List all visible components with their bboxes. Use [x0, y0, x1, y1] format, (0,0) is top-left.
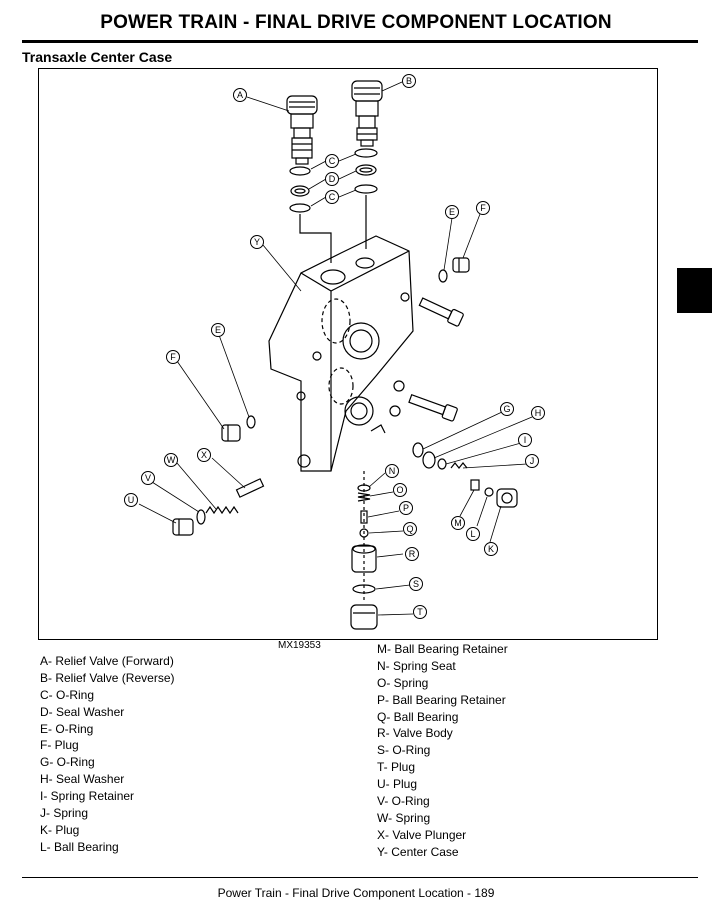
- callout-u: U: [124, 493, 138, 507]
- svg-text:D: D: [329, 174, 336, 184]
- svg-text:I: I: [524, 435, 527, 445]
- legend-item-m: M- Ball Bearing Retainer: [377, 642, 508, 656]
- callout-m: M: [451, 516, 465, 530]
- callout-g: G: [500, 402, 514, 416]
- callout-t: T: [413, 605, 427, 619]
- legend-item-k: K- Plug: [40, 822, 80, 837]
- callout-c: C: [325, 190, 339, 204]
- svg-text:S: S: [413, 579, 419, 589]
- section-tab-marker: [677, 268, 712, 313]
- figure-id: MX19353: [278, 640, 321, 651]
- legend-item-x: X- Valve Plunger: [377, 827, 467, 842]
- svg-text:X: X: [201, 450, 207, 460]
- svg-text:J: J: [530, 456, 535, 466]
- svg-text:C: C: [329, 192, 336, 202]
- callout-n: N: [385, 464, 399, 478]
- svg-text:N: N: [389, 466, 396, 476]
- legend-item-p: P- Ball Bearing Retainer: [377, 692, 506, 707]
- diagram-svg: A B CDC E F Y E F G H I J X W V U NOP Q ML K R S T: [124, 74, 545, 630]
- svg-text:C: C: [329, 156, 336, 166]
- callout-e: E: [445, 205, 459, 219]
- svg-text:W: W: [167, 455, 176, 465]
- svg-text:L: L: [470, 529, 475, 539]
- callout-i: I: [518, 433, 532, 447]
- callout-x: X: [197, 448, 211, 462]
- center-case-drawing: [268, 235, 414, 472]
- callout-f: F: [166, 350, 180, 364]
- callout-h: H: [531, 406, 545, 420]
- legend-item-d: D- Seal Washer: [40, 704, 125, 719]
- callout-w: W: [164, 453, 178, 467]
- callout-a: A: [233, 88, 247, 102]
- legend-item-b: B- Relief Valve (Reverse): [40, 670, 175, 685]
- legend-item-h: H- Seal Washer: [40, 772, 125, 787]
- svg-text:G: G: [503, 404, 510, 414]
- callout-j: J: [525, 454, 539, 468]
- callout-o: O: [393, 483, 407, 497]
- legend-item-n: N- Spring Seat: [377, 658, 456, 673]
- section-title: Transaxle Center Case: [22, 49, 173, 65]
- legend-item-t: T- Plug: [377, 760, 416, 775]
- callout-e: E: [211, 323, 225, 337]
- legend-item-f: F- Plug: [40, 738, 79, 753]
- svg-text:O: O: [396, 485, 403, 495]
- legend-item-i: I- Spring Retainer: [40, 789, 135, 804]
- relief-valve-a-drawing: [286, 95, 318, 165]
- svg-text:F: F: [170, 352, 176, 362]
- callout-group: A B CDC E F Y E F G H I J X W V U NOP Q ML K R S T: [124, 74, 545, 619]
- legend-item-j: J- Spring: [40, 806, 89, 821]
- legend-item-y: Y- Center Case: [377, 844, 459, 859]
- svg-text:T: T: [417, 607, 423, 617]
- callout-v: V: [141, 471, 155, 485]
- svg-text:Q: Q: [406, 524, 413, 534]
- footer-rule: [22, 877, 698, 878]
- svg-text:A: A: [237, 90, 243, 100]
- svg-text:F: F: [480, 203, 486, 213]
- legend-right: M- Ball Bearing Retainer N- Spring Seat …: [377, 641, 508, 861]
- legend-item-r: R- Valve Body: [377, 726, 453, 741]
- callout-p: P: [399, 501, 413, 515]
- legend-item-e: E- O-Ring: [40, 721, 94, 736]
- legend-item-q: Q- Ball Bearing: [377, 709, 459, 724]
- svg-text:E: E: [449, 207, 455, 217]
- legend-item-g: G- O-Ring: [40, 755, 95, 770]
- legend-item-v: V- O-Ring: [377, 794, 430, 809]
- legend-item-u: U- Plug: [377, 777, 418, 792]
- svg-text:V: V: [145, 473, 151, 483]
- page-title: POWER TRAIN - FINAL DRIVE COMPONENT LOCA…: [100, 12, 612, 33]
- legend-item-l: L- Ball Bearing: [40, 839, 119, 854]
- callout-s: S: [409, 577, 423, 591]
- callout-f: F: [476, 201, 490, 215]
- callout-b: B: [402, 74, 416, 88]
- legend-item-o: O- Spring: [377, 675, 429, 690]
- title-rule: [22, 40, 698, 43]
- svg-text:U: U: [128, 495, 135, 505]
- svg-text:B: B: [406, 76, 412, 86]
- legend-item-s: S- O-Ring: [377, 743, 431, 758]
- callout-y: Y: [250, 235, 264, 249]
- legend-left: A- Relief Valve (Forward) B- Relief Valv…: [40, 653, 174, 856]
- relief-valve-b-drawing: [351, 80, 383, 147]
- svg-text:M: M: [454, 518, 462, 528]
- callout-q: Q: [403, 522, 417, 536]
- callout-c: C: [325, 154, 339, 168]
- callout-k: K: [484, 542, 498, 556]
- legend-item-c: C- O-Ring: [40, 687, 95, 702]
- callout-l: L: [466, 527, 480, 541]
- svg-text:E: E: [215, 325, 221, 335]
- legend-item-a: A- Relief Valve (Forward): [40, 654, 174, 668]
- svg-text:H: H: [535, 408, 542, 418]
- svg-text:K: K: [488, 544, 494, 554]
- page-footer: Power Train - Final Drive Component Loca…: [217, 886, 495, 900]
- svg-text:P: P: [403, 503, 409, 513]
- callout-d: D: [325, 172, 339, 186]
- legend-item-w: W- Spring: [377, 810, 431, 825]
- svg-text:Y: Y: [254, 237, 260, 247]
- callout-r: R: [405, 547, 419, 561]
- svg-text:R: R: [409, 549, 416, 559]
